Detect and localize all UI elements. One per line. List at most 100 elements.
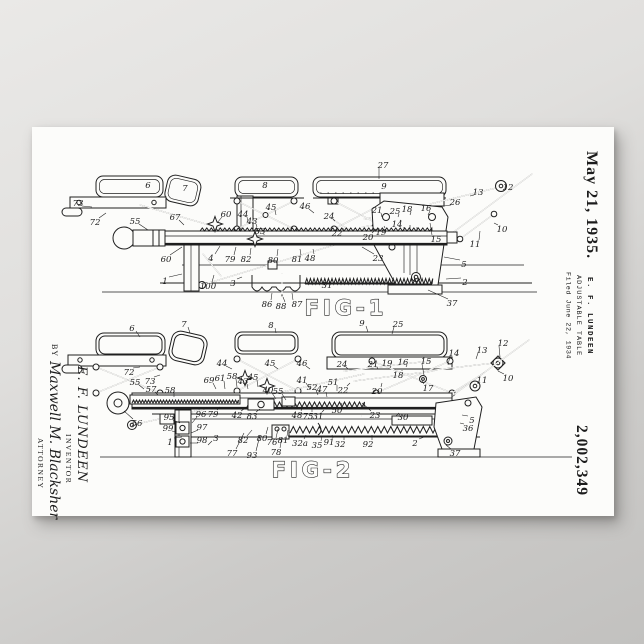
attorney-signature: Maxwell M. Blacksher — [46, 361, 63, 520]
svg-text:81: 81 — [278, 436, 289, 446]
svg-text:13: 13 — [477, 346, 488, 356]
svg-text:23: 23 — [369, 411, 381, 421]
svg-text:3: 3 — [213, 434, 218, 444]
svg-text:72: 72 — [90, 218, 101, 228]
svg-text:8: 8 — [268, 321, 274, 331]
svg-text:47: 47 — [316, 385, 328, 395]
svg-text:9: 9 — [381, 182, 387, 192]
svg-text:25: 25 — [392, 320, 404, 330]
inventor-name: E. F. LUNDEEN — [585, 277, 593, 356]
svg-text:11: 11 — [470, 240, 481, 250]
svg-text:46: 46 — [296, 359, 308, 369]
svg-text:31: 31 — [322, 281, 333, 291]
svg-text:42: 42 — [231, 411, 243, 421]
svg-text:36: 36 — [463, 424, 474, 434]
svg-text:88: 88 — [276, 302, 287, 312]
figure-2-drawing — [61, 330, 572, 458]
patent-number: 2,002,349 — [573, 425, 590, 496]
svg-text:13: 13 — [473, 188, 484, 198]
svg-text:82: 82 — [238, 436, 249, 446]
svg-text:92: 92 — [363, 440, 374, 450]
svg-text:21: 21 — [371, 206, 383, 216]
svg-text:30: 30 — [398, 413, 409, 423]
svg-text:76: 76 — [267, 438, 278, 448]
patent-drawing: 6789277372556760444353454624212518162613… — [61, 161, 572, 483]
svg-text:75: 75 — [303, 412, 314, 422]
svg-text:19: 19 — [382, 359, 393, 369]
svg-text:55: 55 — [273, 387, 284, 397]
svg-text:45: 45 — [247, 373, 259, 383]
svg-text:55: 55 — [130, 378, 141, 388]
svg-text:73: 73 — [73, 199, 84, 209]
svg-text:40: 40 — [262, 386, 274, 396]
svg-text:31: 31 — [313, 412, 324, 422]
svg-text:16: 16 — [398, 358, 409, 368]
svg-text:9: 9 — [359, 319, 365, 329]
svg-text:12: 12 — [498, 339, 509, 349]
svg-text:12: 12 — [503, 183, 514, 193]
svg-text:14: 14 — [392, 220, 403, 230]
svg-text:15: 15 — [421, 357, 432, 367]
svg-text:26: 26 — [449, 198, 461, 208]
svg-text:93: 93 — [247, 451, 258, 461]
svg-text:10: 10 — [503, 374, 514, 384]
svg-text:80: 80 — [268, 256, 279, 266]
svg-text:11: 11 — [477, 376, 488, 386]
svg-text:79: 79 — [208, 410, 219, 420]
svg-text:77: 77 — [227, 449, 238, 459]
svg-text:18: 18 — [402, 205, 413, 215]
svg-text:22: 22 — [337, 386, 349, 396]
svg-text:2: 2 — [411, 439, 417, 449]
svg-text:23: 23 — [372, 254, 384, 264]
attorney-caption: ATTORNEY — [36, 438, 45, 490]
svg-text:27: 27 — [377, 161, 389, 171]
patent-heading: E. F. LUNDEEN ADJUSTABLE TABLE Filed Jun… — [562, 272, 594, 359]
svg-text:58: 58 — [165, 386, 176, 396]
svg-text:78: 78 — [271, 448, 282, 458]
svg-text:100: 100 — [200, 282, 217, 292]
svg-text:37: 37 — [450, 449, 461, 459]
svg-text:21: 21 — [367, 360, 379, 370]
svg-text:58: 58 — [227, 372, 238, 382]
svg-text:1: 1 — [162, 277, 167, 287]
fig2-caption: FIG-2 — [272, 458, 355, 482]
svg-text:61: 61 — [215, 374, 226, 384]
svg-text:37: 37 — [447, 299, 458, 309]
svg-text:45: 45 — [265, 203, 277, 213]
svg-text:3: 3 — [230, 279, 235, 289]
svg-text:79: 79 — [225, 255, 236, 265]
svg-text:2: 2 — [461, 278, 467, 288]
svg-text:24: 24 — [336, 360, 348, 370]
svg-text:1: 1 — [167, 438, 172, 448]
svg-text:82: 82 — [241, 255, 252, 265]
svg-text:43: 43 — [237, 377, 249, 387]
svg-text:6: 6 — [145, 181, 151, 191]
svg-text:8: 8 — [262, 181, 268, 191]
svg-text:41: 41 — [296, 376, 308, 386]
svg-text:20: 20 — [371, 387, 383, 397]
svg-text:17: 17 — [423, 384, 434, 394]
svg-text:4: 4 — [207, 254, 213, 264]
svg-text:44: 44 — [237, 210, 249, 220]
svg-text:73: 73 — [145, 377, 156, 387]
signature-block: E. F. LUNDEEN INVENTOR BY Maxwell M. Bla… — [36, 338, 89, 519]
svg-text:60: 60 — [221, 210, 232, 220]
svg-text:5: 5 — [469, 416, 474, 426]
svg-text:86: 86 — [262, 300, 273, 310]
svg-text:81: 81 — [292, 255, 303, 265]
svg-text:56: 56 — [132, 419, 143, 429]
svg-text:6: 6 — [129, 324, 135, 334]
svg-text:80: 80 — [257, 434, 268, 444]
svg-text:52: 52 — [307, 383, 318, 393]
svg-text:32: 32 — [335, 440, 346, 450]
svg-text:67: 67 — [170, 213, 181, 223]
attorney-signature-line: BY Maxwell M. Blacksher — [45, 338, 64, 519]
svg-text:10: 10 — [497, 225, 508, 235]
svg-text:53: 53 — [255, 227, 266, 237]
filing-date: Filed June 22, 1934 — [563, 272, 572, 359]
svg-text:95: 95 — [164, 413, 175, 423]
svg-text:5: 5 — [461, 260, 466, 270]
svg-text:72: 72 — [124, 368, 135, 378]
svg-text:60: 60 — [161, 255, 172, 265]
